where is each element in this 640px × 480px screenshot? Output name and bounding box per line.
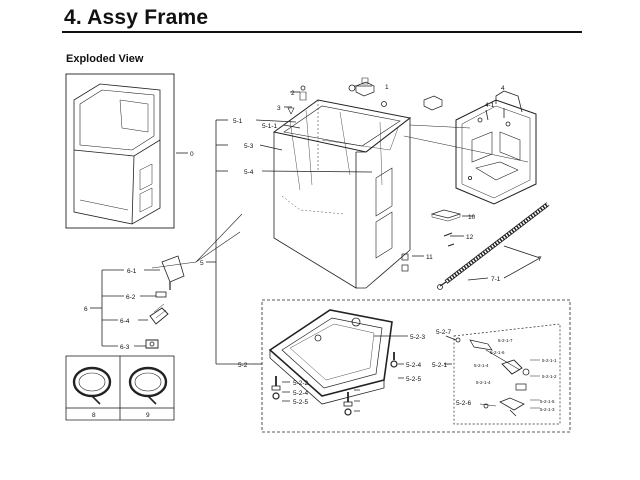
- callout-5-3: 5-3: [244, 143, 254, 150]
- callout-5-1: 5-1: [233, 118, 243, 125]
- callout-5-2-4-right: 5-2-4: [406, 362, 422, 369]
- callout-5-2-3: 5-2-3: [410, 334, 426, 341]
- hose-options-box: [65, 355, 175, 421]
- callout-6: 6: [84, 306, 88, 313]
- callout-5-2-1-2: 5-2-1-2: [542, 374, 557, 379]
- callout-5-1-1: 5-1-1: [262, 123, 278, 130]
- main-cabinet: [272, 84, 412, 289]
- callout-8: 8: [92, 412, 96, 419]
- callout-5-2-5-right: 5-2-5: [406, 376, 422, 383]
- callout-6-3: 6-3: [120, 344, 130, 351]
- callout-10: 10: [468, 214, 476, 221]
- callout-1: 1: [385, 84, 389, 91]
- callout-4: 4: [501, 85, 505, 92]
- callout-5-2-1-3: 5-2-1-3: [540, 407, 555, 412]
- callout-5-2-1-5: 5-2-1-5: [540, 399, 555, 404]
- callout-11: 11: [426, 254, 433, 261]
- callout-7: 7: [538, 256, 542, 263]
- callout-5-2-1-4-upper: 5-2-1-4: [474, 363, 489, 368]
- callout-6-1: 6-1: [127, 268, 137, 275]
- callout-5-2-1-6: 5-2-1-6: [490, 350, 505, 355]
- callout-2: 2: [291, 90, 295, 97]
- callout-12: 12: [466, 234, 474, 241]
- base-frame-detail: [250, 299, 571, 433]
- callout-4-1: 4-1: [485, 102, 495, 109]
- assembly-thumbnail: [65, 73, 188, 229]
- callout-5: 5: [200, 260, 204, 267]
- callout-5-2-1-1: 5-2-1-1: [542, 358, 557, 363]
- section-subtitle: Exploded View: [66, 53, 144, 65]
- callout-6-4: 6-4: [120, 318, 130, 325]
- drain-hose-parts: [90, 255, 185, 349]
- rear-panel: [455, 99, 537, 205]
- callout-5-2-1: 5-2-1: [432, 362, 448, 369]
- callout-5-2-5-left: 5-2-5: [293, 399, 309, 406]
- callout-5-2-6: 5-2-6: [456, 400, 472, 407]
- callout-5-2: 5-2: [238, 362, 248, 369]
- title-rule: [62, 31, 582, 33]
- page-title: 4. Assy Frame: [64, 6, 209, 29]
- callout-5-2-1-4-lower: 5-2-1-4: [476, 380, 491, 385]
- callout-5-2-1-7: 5-2-1-7: [498, 338, 513, 343]
- callout-5-2-7: 5-2-7: [436, 329, 452, 336]
- callout-6-2: 6-2: [126, 294, 136, 301]
- callout-3: 3: [277, 105, 281, 112]
- callout-9: 9: [146, 412, 150, 419]
- callout-5-2-4-left: 5-2-4: [293, 390, 309, 397]
- callout-5-4: 5-4: [244, 169, 254, 176]
- callout-0: 0: [190, 151, 194, 158]
- callout-7-1: 7-1: [491, 276, 501, 283]
- callout-5-2-2: 5-2-2: [293, 380, 309, 387]
